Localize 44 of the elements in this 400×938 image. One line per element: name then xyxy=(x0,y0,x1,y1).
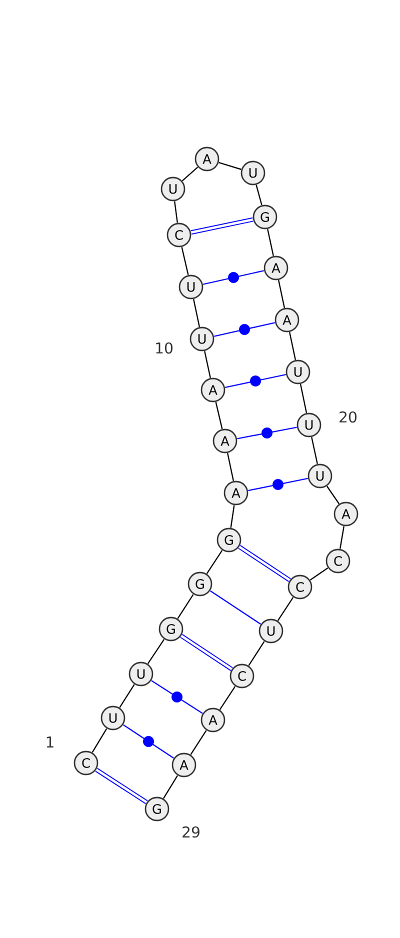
backbone-line xyxy=(182,166,198,182)
backbone-line xyxy=(162,775,178,799)
backbone-line xyxy=(226,453,234,481)
base-pair-line xyxy=(210,590,261,625)
backbone-line xyxy=(147,638,165,664)
backbone-line xyxy=(190,730,207,755)
base-pair-line xyxy=(123,724,174,759)
backbone-line xyxy=(230,505,235,528)
backbone-line xyxy=(219,686,236,710)
position-number: 1 xyxy=(46,736,54,748)
backbone-line xyxy=(288,332,296,360)
position-number: 20 xyxy=(340,411,357,423)
backbone-line xyxy=(300,384,308,413)
base-pair-line xyxy=(202,270,264,285)
backbone-line xyxy=(204,350,211,378)
backbone-line xyxy=(215,402,223,430)
backbone-line xyxy=(119,684,135,708)
backbone-line xyxy=(248,641,265,666)
position-number: 10 xyxy=(156,342,173,354)
backbone-line xyxy=(326,486,340,504)
backbone-line xyxy=(206,550,223,574)
base-pair-line xyxy=(190,217,254,235)
base-pair-line xyxy=(237,426,297,440)
backbone-line xyxy=(177,594,194,619)
backbone-line xyxy=(218,162,242,170)
base-pair-line xyxy=(238,545,291,582)
backbone-line xyxy=(174,201,178,223)
base-pair-line xyxy=(214,322,276,337)
backbone-line xyxy=(192,299,200,327)
backbone-line xyxy=(310,568,328,580)
backbone-line xyxy=(278,280,286,308)
base-pair-line xyxy=(225,374,286,388)
base-pair-line xyxy=(248,478,308,492)
position-number: 29 xyxy=(182,826,200,838)
base-pair-line xyxy=(95,768,148,804)
backbone-line xyxy=(340,526,345,549)
backbone-line xyxy=(277,597,294,621)
base-pair-line xyxy=(180,634,233,671)
backbone-line xyxy=(311,436,318,464)
backbone-line xyxy=(181,246,189,276)
backbone-line xyxy=(267,228,274,256)
backbone-line xyxy=(256,184,262,206)
base-pair-line xyxy=(151,680,203,714)
backbone-line xyxy=(92,728,108,753)
